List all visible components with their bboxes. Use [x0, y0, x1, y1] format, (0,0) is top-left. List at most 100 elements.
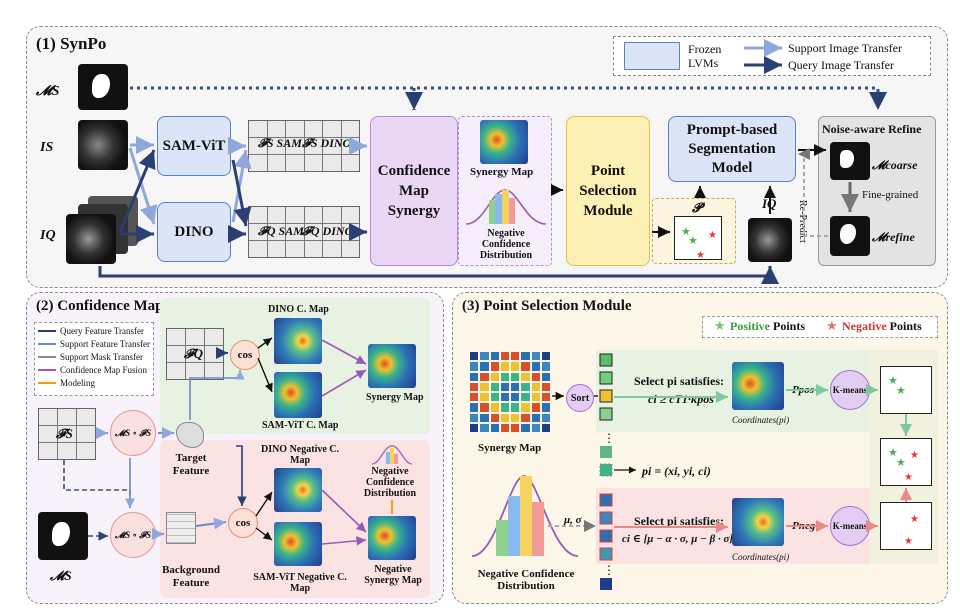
- cms-legend-item: Confidence Map Fusion: [38, 365, 147, 375]
- fq-grid: [166, 328, 224, 380]
- synergy-cell: [490, 403, 499, 412]
- synergy-map-label-2: Synergy Map: [366, 392, 424, 403]
- legend-points-1: Points: [773, 319, 806, 333]
- svg-text:⋮: ⋮: [603, 563, 615, 577]
- synergy-cell: [531, 413, 540, 422]
- synergy-cell: [480, 413, 489, 422]
- synergy-cell: [490, 413, 499, 422]
- points-canvas: [674, 216, 722, 260]
- neg-dist-label: Negative Confidence Distribution: [479, 228, 533, 261]
- synergy-cell: [480, 382, 489, 391]
- synergy-cell: [480, 362, 489, 371]
- synergy-cell: [521, 352, 530, 361]
- synergy-cell: [490, 362, 499, 371]
- fs-label: 𝓕S: [56, 426, 73, 441]
- m-coarse-image: [830, 142, 870, 180]
- dino-cmap-image: [274, 318, 322, 364]
- sam-cmap-image: [274, 372, 322, 418]
- confidence-map-synergy-box: Confidence Map Synergy: [370, 116, 458, 266]
- synergy-map-thumb: [480, 120, 528, 164]
- support-mask-image: [78, 64, 128, 110]
- synergy-cell: [480, 352, 489, 361]
- svg-text:★: ★: [681, 226, 691, 238]
- synergy-cell: [541, 393, 550, 402]
- legend-arrow-icon: [38, 330, 56, 332]
- ms-label-2: 𝓜S: [50, 568, 72, 583]
- synergy-cell: [511, 403, 520, 412]
- dino-neg-image: [274, 468, 322, 512]
- synergy-cell: [480, 423, 489, 432]
- cond-pos: ci ≥ cT1·κpos: [648, 392, 714, 406]
- fq-dino-label: 𝓕Q DINO: [302, 224, 354, 238]
- fq-feature-grid: [248, 206, 360, 258]
- prompt-segmentation-box: Prompt-based Segmentation Model: [668, 116, 796, 182]
- svg-text:★: ★: [708, 230, 717, 241]
- synergy-cell: [521, 382, 530, 391]
- fs-feature-grid: [248, 120, 360, 172]
- sam-neg-label: SAM-ViT Negative C. Map: [253, 572, 347, 594]
- select-neg-label: Select pi satisfies:: [634, 514, 724, 528]
- legend-support: Support Image Transfer: [788, 41, 902, 55]
- synergy-cell: [490, 382, 499, 391]
- synergy-cell: [500, 393, 509, 402]
- synergy-cell: [511, 382, 520, 391]
- synergy-cell: [500, 413, 509, 422]
- synergy-cell: [511, 393, 520, 402]
- pi-def: pi = (xi, yi, ci): [642, 464, 711, 478]
- synergy-cell: [480, 403, 489, 412]
- legend-arrow-icon: [38, 343, 56, 345]
- fine-grained-label: Fine-grained: [862, 189, 919, 201]
- psm-title: (3) Point Selection Module: [462, 298, 632, 314]
- cms-legend-item: Query Feature Transfer: [38, 326, 144, 336]
- legend-negative: Negative Points: [842, 319, 922, 334]
- kmeans-pos: K-means: [830, 370, 870, 410]
- synergy-cell: [531, 423, 540, 432]
- synergy-cell: [521, 362, 530, 371]
- psm-legend-box: [702, 316, 938, 338]
- legend-negative-word: Negative: [842, 319, 887, 333]
- svg-text:★: ★: [888, 375, 898, 387]
- ms-fs-node: 𝓜S ∘ 𝓕S: [110, 410, 156, 456]
- synergy-cell: [480, 393, 489, 402]
- synergy-cell: [511, 423, 520, 432]
- coords-pos-label: Coordinates(pi): [732, 415, 790, 425]
- synergy-map-image: [368, 344, 416, 388]
- msbar-fs-node: 𝓜̄S ∘ 𝓕S: [110, 512, 156, 558]
- svg-text:⋮: ⋮: [603, 431, 615, 445]
- synergy-cell: [521, 403, 530, 412]
- svg-text:★: ★: [910, 450, 919, 461]
- dino-cmap-label: DINO C. Map: [268, 304, 329, 315]
- cond-neg: ci ∈ [μ − α · σ, μ − β · σ]: [622, 533, 734, 545]
- synergy-cell: [500, 403, 509, 412]
- synergy-cell: [541, 403, 550, 412]
- cms-legend-label: Support Feature Transfer: [60, 339, 150, 349]
- synergy-cell: [470, 393, 479, 402]
- svg-text:★: ★: [688, 235, 698, 247]
- neg-dist-label-2: Negative Confidence Distribution: [363, 466, 417, 499]
- cms-legend-label: Query Feature Transfer: [60, 326, 144, 336]
- synergy-cell: [521, 423, 530, 432]
- synergy-cell: [480, 372, 489, 381]
- legend-query: Query Image Transfer: [788, 58, 894, 72]
- synergy-cell: [470, 413, 479, 422]
- target-feature-blob: [176, 422, 204, 448]
- svg-text:★: ★: [696, 250, 705, 261]
- cms-legend-item: Support Mask Transfer: [38, 352, 143, 362]
- synergy-cell: [500, 382, 509, 391]
- fs-sam-label: 𝓕S SAM: [258, 136, 302, 150]
- sam-cmap-label: SAM-ViT C. Map: [262, 420, 339, 431]
- svg-text:★: ★: [896, 457, 906, 469]
- fs-dino-label: 𝓕S DINO: [302, 136, 352, 150]
- p-label: 𝓟: [692, 200, 702, 215]
- synergy-cell: [490, 352, 499, 361]
- dino-box: DINO: [157, 202, 231, 262]
- legend-points-2: Points: [889, 319, 922, 333]
- fq-label: 𝓕Q: [184, 346, 203, 361]
- neg-synergy-image: [368, 516, 416, 560]
- synergy-cell: [490, 423, 499, 432]
- synergy-map-label: Synergy Map: [470, 166, 534, 178]
- synergy-cell: [500, 352, 509, 361]
- fq-sam-label: 𝓕Q SAM: [258, 224, 304, 238]
- cms-legend-item: Support Feature Transfer: [38, 339, 150, 349]
- synergy-cell: [500, 362, 509, 371]
